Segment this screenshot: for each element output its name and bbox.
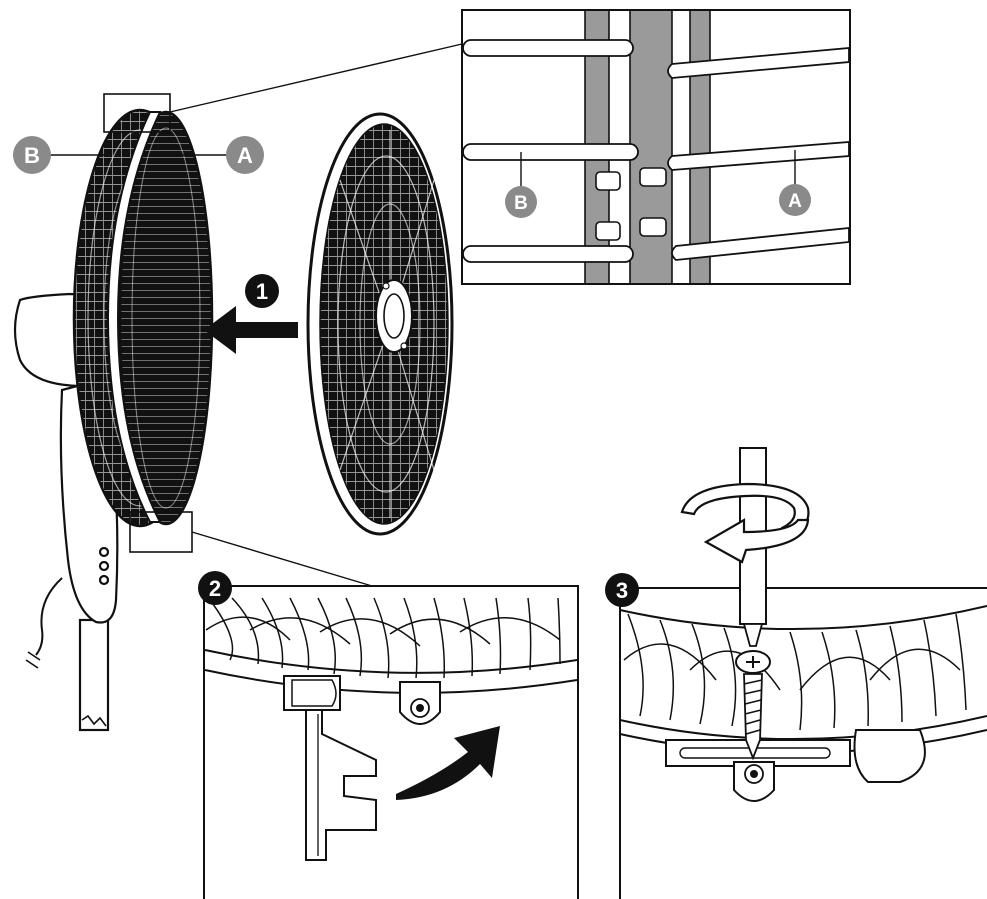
callout-detail-b-letter: B (514, 193, 528, 214)
detail-panel-latch (204, 586, 578, 899)
callout-main-a-letter: A (237, 143, 253, 168)
detail-panel-clips: B A (462, 10, 850, 284)
step-1-arrow (204, 306, 298, 354)
callout-detail-a-letter: A (788, 191, 802, 212)
leader-line-top (170, 44, 462, 112)
step-2-number: 2 (209, 576, 221, 601)
detail-panel-screw (620, 448, 987, 899)
step-2-marker: 2 (198, 571, 232, 605)
step-1-number: 1 (256, 279, 268, 304)
step-3-number: 3 (616, 578, 628, 603)
step-3-marker: 3 (605, 573, 639, 607)
front-guard-detached (308, 114, 452, 534)
callout-main-b-letter: B (24, 143, 40, 168)
step-1-marker: 1 (245, 274, 279, 308)
